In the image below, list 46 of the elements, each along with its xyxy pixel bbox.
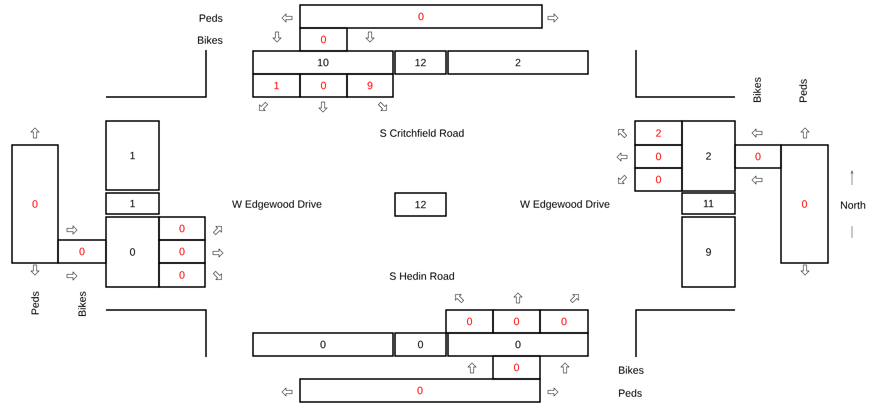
approach-volume-box: 0 [447,332,589,357]
total-volume-box: 1 [105,192,160,215]
turn-count-box: 0 [158,216,206,241]
turn-count-box: 0 [492,309,541,334]
row-label: Peds [619,389,642,397]
turn-count-box: 0 [445,309,494,334]
turn-count-box: 0 [299,73,348,98]
departure-volume-box: 2 [447,50,589,75]
turn-count-box: 9 [346,73,394,98]
departure-volume-box: 9 [681,216,736,288]
departure-volume-box: 0 [252,332,394,357]
row-label: Bikes [198,36,222,44]
row-label: Bikes [619,366,644,374]
road-name: S Critchfield Road [380,129,464,137]
row-label: Peds [799,79,807,102]
bike-count-box: 0 [299,27,348,52]
approach-volume-box: 10 [252,50,394,75]
departure-volume-box: 1 [105,120,160,191]
total-volume-box: 12 [394,50,447,75]
turn-count-box: 0 [634,167,683,192]
road-name: W Edgewood Drive [520,200,610,210]
intersection-total-box: 12 [394,192,447,217]
ped-count-box: 0 [299,378,541,403]
row-label: Peds [31,292,39,314]
turn-count-box: 0 [634,144,683,169]
bike-count-box: 0 [734,144,782,169]
turn-count-box: 1 [252,73,301,98]
total-volume-box: 11 [681,192,736,215]
turn-count-box: 2 [634,120,683,146]
total-volume-box: 0 [394,332,447,357]
turn-count-box: 0 [158,239,206,264]
ped-count-box: 0 [11,144,59,264]
turn-count-box: 0 [539,309,589,334]
compass-label: North [841,201,866,209]
bike-count-box: 0 [57,239,107,264]
approach-volume-box: 0 [105,216,160,288]
road-name: S Hedin Road [390,272,454,280]
approach-volume-box: 2 [681,120,736,192]
road-name: W Edgewood Drive [232,200,322,210]
row-label: Peds [200,14,222,22]
row-label: Bikes [753,78,761,102]
row-label: Bikes [78,292,86,316]
bike-count-box: 0 [492,355,541,380]
ped-count-box: 0 [299,4,543,29]
turn-count-box: 0 [158,262,206,288]
ped-count-box: 0 [780,144,829,264]
